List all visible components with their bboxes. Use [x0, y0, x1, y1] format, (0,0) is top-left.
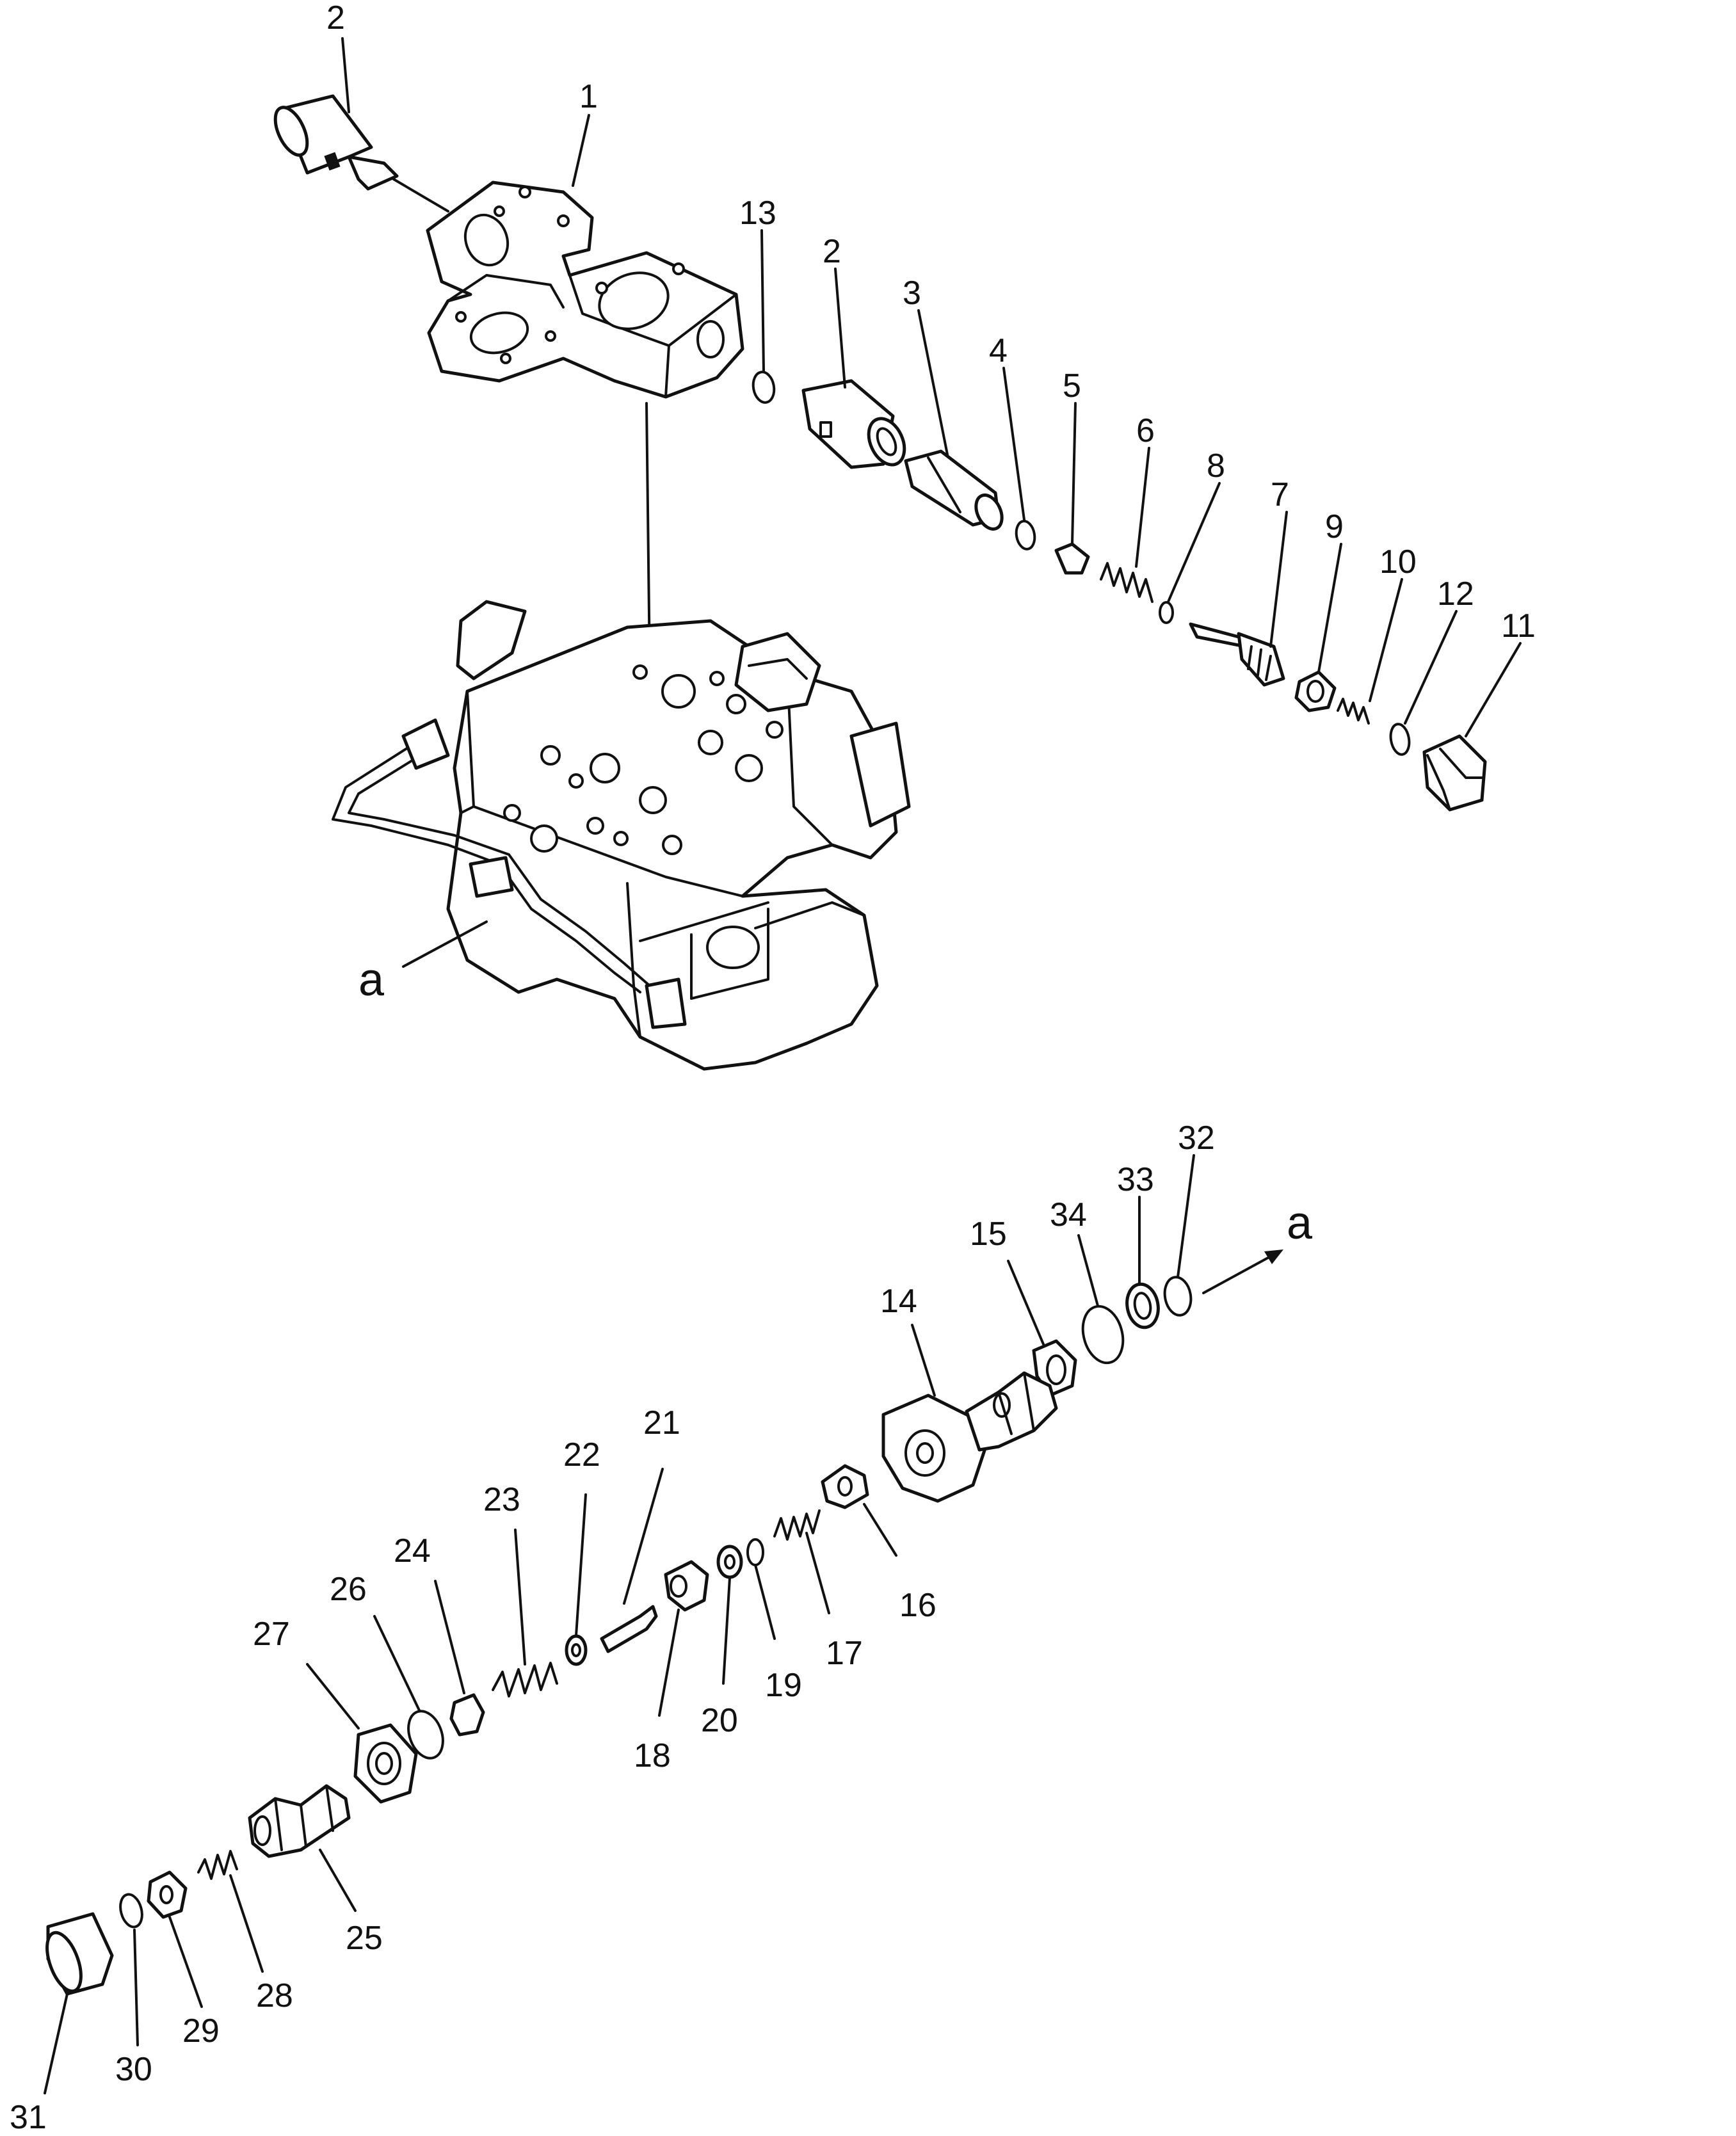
callout-14: 14 [880, 1283, 917, 1320]
callout-7: 7 [1271, 476, 1289, 513]
callout-15: 15 [970, 1216, 1007, 1253]
callout-20: 20 [701, 1702, 738, 1739]
part-8-o-ring [1159, 601, 1174, 624]
callout-34: 34 [1050, 1196, 1087, 1233]
callout-12: 12 [1437, 575, 1474, 613]
part-30-o-ring [119, 1893, 143, 1929]
part-27-nut [353, 1723, 418, 1804]
callout-25: 25 [346, 1920, 383, 1957]
callout-33: 33 [1117, 1161, 1154, 1198]
callout-a-valve: a [358, 954, 385, 1006]
callout-5: 5 [1063, 367, 1081, 405]
part-25-adjust-screw [248, 1784, 351, 1858]
callout-22: 22 [563, 1436, 600, 1474]
callout-2-sleeve: 2 [823, 233, 841, 270]
part-7-adjust-screw [1189, 622, 1285, 687]
part-4-o-ring [1015, 520, 1036, 550]
part-34-o-ring [1081, 1305, 1125, 1365]
callout-10: 10 [1379, 543, 1417, 581]
callout-1: 1 [579, 78, 598, 115]
callout-3: 3 [903, 275, 921, 312]
part-29-lock-nut [147, 1870, 188, 1919]
leader-lines [44, 37, 1522, 2094]
callout-32: 32 [1178, 1120, 1215, 1157]
part-22-washer [565, 1634, 588, 1666]
part-2-sleeve [801, 379, 906, 469]
callout-4: 4 [989, 332, 1008, 369]
part-31-cap-nut [45, 1912, 114, 1996]
part-5-poppet [1054, 542, 1090, 575]
part-28-spring [197, 1850, 238, 1880]
callout-2-upper: 2 [326, 0, 345, 36]
part-26-o-ring [407, 1710, 444, 1760]
callout-23: 23 [483, 1481, 520, 1518]
callout-17: 17 [826, 1635, 863, 1672]
callout-13: 13 [739, 195, 776, 232]
part-24-spacer [449, 1693, 485, 1737]
callout-11: 11 [1501, 607, 1536, 645]
callout-26: 26 [330, 1571, 367, 1608]
callout-27: 27 [253, 1616, 290, 1653]
part-18-seat [664, 1560, 709, 1612]
part-13-o-ring [751, 371, 776, 404]
part-20-washer [716, 1545, 743, 1579]
part-10-spring [1337, 698, 1370, 725]
main-control-valve [332, 600, 911, 1071]
callout-18: 18 [634, 1737, 671, 1774]
callout-19: 19 [765, 1667, 802, 1704]
callout-21: 21 [643, 1404, 680, 1441]
part-6-spring [1100, 562, 1153, 603]
part-32-o-ring [1163, 1276, 1193, 1317]
callout-16: 16 [899, 1587, 936, 1624]
callout-31: 31 [10, 2099, 47, 2136]
part-19-o-ring [746, 1538, 764, 1566]
callout-9: 9 [1325, 508, 1344, 545]
part-33-backup-ring [1125, 1282, 1160, 1329]
part-21-poppet [600, 1605, 658, 1653]
part-3-spool [904, 449, 1004, 531]
part-11-plug [1422, 734, 1487, 812]
part-9-lock-nut [1294, 670, 1337, 712]
callout-30: 30 [115, 2051, 152, 2088]
callout-29: 29 [182, 2012, 220, 2050]
callout-a-arrow: a [1287, 1198, 1313, 1249]
callout-labels: 2 1 13 2 3 4 5 6 8 7 9 10 12 11 a 32 33 … [10, 0, 1536, 2136]
callout-28: 28 [256, 1977, 293, 2014]
part-1-valve-cover [426, 181, 744, 827]
part-17-spring [773, 1509, 821, 1541]
callout-6: 6 [1136, 412, 1155, 449]
part-14-valve-body [881, 1371, 1058, 1503]
part-12-o-ring [1389, 723, 1411, 756]
part-23-spring [492, 1662, 558, 1698]
part-2-upper-relief-valve [273, 94, 449, 213]
arrow-to-a [1202, 1249, 1283, 1294]
part-16-sleeve [821, 1464, 869, 1509]
callout-8: 8 [1207, 447, 1225, 485]
callout-24: 24 [394, 1532, 431, 1570]
